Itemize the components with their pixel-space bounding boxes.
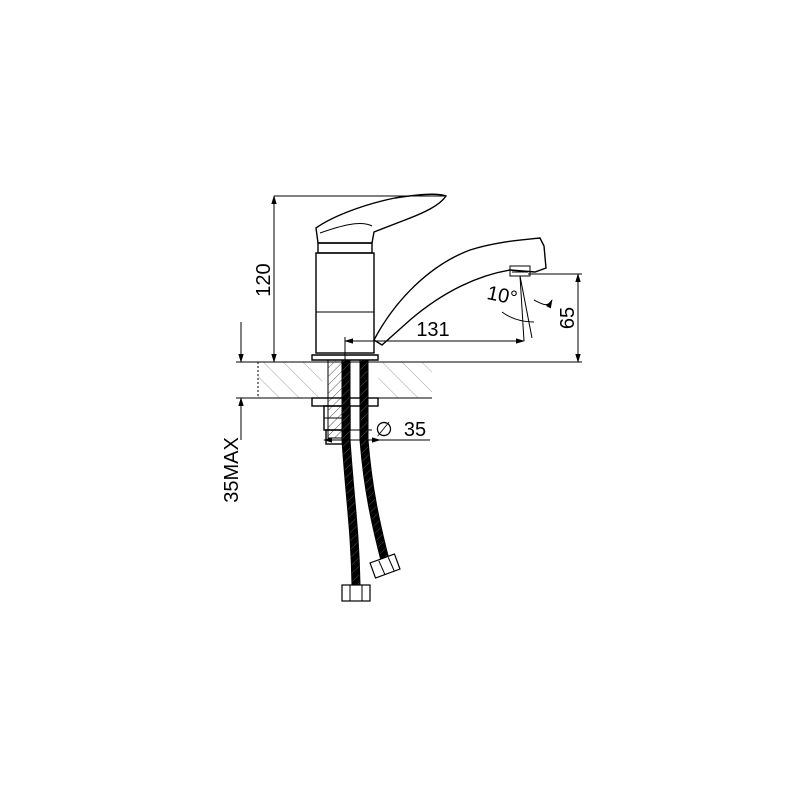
diameter-symbol: ∅ — [375, 419, 392, 441]
dimension-height: 120 — [253, 195, 446, 363]
supply-hoses — [341, 360, 401, 602]
dimension-max-thickness: 35MAX — [221, 322, 258, 503]
dimension-spout-height: 65 — [378, 273, 582, 363]
reach-label: 131 — [416, 319, 449, 341]
angle-label: 10° — [485, 282, 519, 310]
spout-height-label: 65 — [557, 307, 579, 329]
countertop — [243, 361, 432, 399]
dimension-angle: 10° — [485, 275, 553, 342]
max-thickness-label: 35MAX — [221, 437, 243, 503]
dimension-reach: 131 — [344, 319, 525, 362]
height-label: 120 — [253, 263, 275, 296]
dimension-diameter: ∅ 35 — [323, 419, 430, 443]
diameter-label: 35 — [404, 419, 426, 441]
